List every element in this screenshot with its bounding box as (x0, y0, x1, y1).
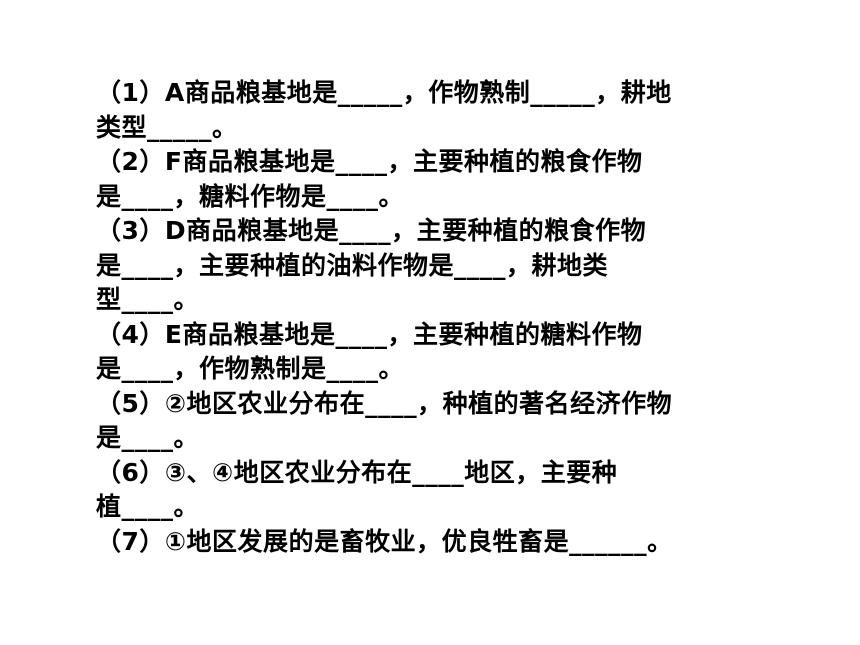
question-5: （5）②地区农业分布在____，种植的著名经济作物 是____。 (96, 387, 776, 456)
question-line: （4）E商品粮基地是____，主要种植的糖料作物 (96, 319, 643, 349)
question-7: （7）①地区发展的是畜牧业，优良牲畜是______。 (96, 525, 776, 560)
question-line: 类型_____。 (96, 112, 238, 142)
question-line: （7）①地区发展的是畜牧业，优良牲畜是______。 (96, 526, 673, 556)
question-line: （5）②地区农业分布在____，种植的著名经济作物 (96, 388, 673, 418)
question-line: 型____。 (96, 285, 200, 314)
question-line: 是____，糖料作物是____。 (96, 181, 405, 211)
question-3: （3）D商品粮基地是____，主要种植的粮食作物 是____，主要种植的油料作物… (96, 214, 776, 318)
question-list: （1）A商品粮基地是_____，作物熟制_____，耕地 类型_____。 （2… (96, 76, 776, 559)
question-line: （1）A商品粮基地是_____，作物熟制_____，耕地 (96, 78, 672, 107)
question-1: （1）A商品粮基地是_____，作物熟制_____，耕地 类型_____。 (96, 76, 776, 145)
question-line: 植____。 (96, 492, 200, 521)
question-line: （2）F商品粮基地是____，主要种植的粮食作物 (96, 147, 643, 176)
question-4: （4）E商品粮基地是____，主要种植的糖料作物 是____，作物熟制是____… (96, 318, 776, 387)
question-line: 是____，主要种植的油料作物是____，耕地类 (96, 250, 609, 280)
question-6: （6）③、④地区农业分布在____地区，主要种 植____。 (96, 456, 776, 525)
question-line: 是____。 (96, 423, 200, 452)
question-line: （3）D商品粮基地是____，主要种植的粮食作物 (96, 216, 647, 245)
question-line: 是____，作物熟制是____。 (96, 354, 405, 383)
question-line: （6）③、④地区农业分布在____地区，主要种 (96, 457, 618, 487)
question-2: （2）F商品粮基地是____，主要种植的粮食作物 是____，糖料作物是____… (96, 145, 776, 214)
